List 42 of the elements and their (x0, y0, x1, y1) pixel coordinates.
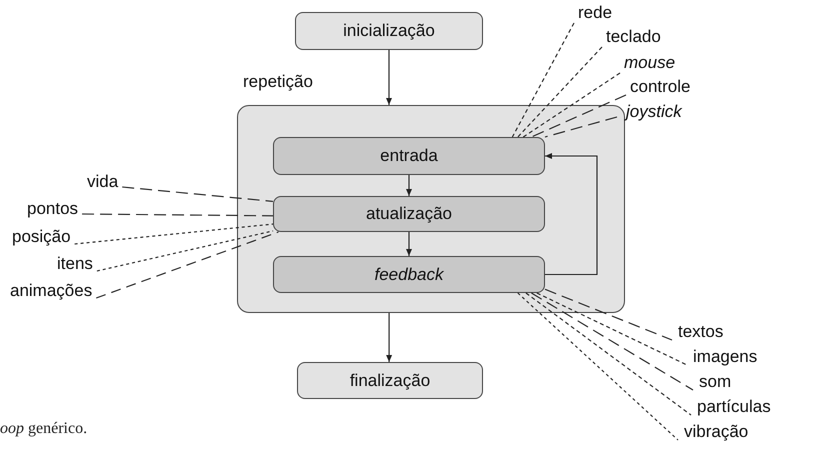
leader-line (122, 186, 274, 202)
leader-line (96, 231, 279, 299)
arrow (406, 175, 412, 196)
leader-label: posição (12, 227, 71, 247)
leader-label: teclado (606, 27, 661, 47)
leader-label: vibração (684, 422, 748, 442)
leader-line (536, 292, 688, 366)
arrow (406, 232, 412, 256)
leader-line (512, 22, 574, 138)
leader-label: animações (10, 281, 92, 301)
arrow (386, 313, 392, 362)
leader-line (531, 292, 694, 390)
leader-label: partículas (697, 397, 771, 417)
figure-caption: oop genérico. (0, 420, 88, 438)
leader-label: imagens (693, 347, 758, 367)
leader-line (544, 116, 618, 138)
leader-label: controle (630, 77, 690, 97)
process-box: inicialização (295, 12, 483, 50)
leader-line (544, 288, 672, 341)
leader-label: joystick (626, 102, 682, 122)
leader-label: mouse (624, 53, 676, 73)
process-box: feedback (273, 256, 545, 293)
leader-label: rede (578, 3, 612, 23)
leader-line (531, 94, 626, 138)
leader-line (517, 46, 602, 138)
leader-line (96, 230, 274, 272)
leader-label: som (699, 372, 732, 392)
process-box: entrada (273, 137, 545, 175)
process-box: finalização (297, 362, 483, 399)
arrow (386, 50, 392, 105)
leader-line (517, 292, 678, 440)
leader-line (522, 72, 620, 138)
leader-label: vida (87, 172, 118, 192)
process-box: atualização (273, 196, 545, 232)
group-heading: repetição (243, 72, 313, 92)
leader-label: textos (678, 322, 724, 342)
arrow (545, 153, 598, 276)
leader-line (74, 224, 274, 245)
leader-line (82, 213, 273, 216)
leader-line (526, 292, 692, 416)
leader-label: pontos (27, 199, 78, 219)
leader-label: itens (57, 254, 93, 274)
